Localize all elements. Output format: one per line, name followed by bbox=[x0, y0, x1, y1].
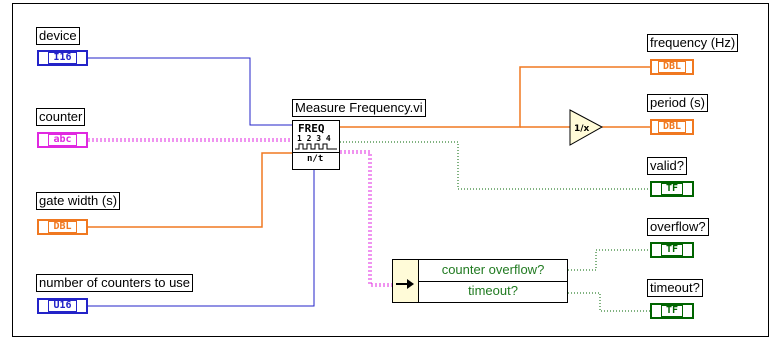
overflow-terminal[interactable]: TF bbox=[650, 242, 694, 258]
device-label: device bbox=[36, 27, 80, 45]
pulse-train-icon bbox=[295, 143, 337, 150]
period-type: DBL bbox=[657, 121, 687, 133]
reciprocal-symbol: 1/x bbox=[574, 124, 590, 134]
period-label: period (s) bbox=[647, 94, 708, 112]
timeout-type: TF bbox=[660, 305, 684, 317]
device-terminal[interactable]: I16 bbox=[37, 50, 88, 66]
subvi-label: Measure Frequency.vi bbox=[292, 99, 426, 117]
wire-num-counters[interactable] bbox=[88, 170, 315, 307]
valid-terminal[interactable]: TF bbox=[650, 181, 694, 197]
unbundle-input bbox=[393, 260, 419, 302]
subvi-icon-title: FREQ bbox=[298, 122, 325, 135]
gate-width-terminal[interactable]: DBL bbox=[37, 219, 88, 235]
reciprocal-node[interactable]: 1/x bbox=[569, 109, 604, 146]
num-counters-type: U16 bbox=[48, 300, 77, 312]
wire-cluster-inner bbox=[340, 151, 392, 286]
gate-width-type: DBL bbox=[48, 221, 77, 233]
counter-label: counter bbox=[36, 108, 86, 126]
period-terminal[interactable]: DBL bbox=[650, 119, 694, 135]
wire-cluster[interactable] bbox=[340, 150, 392, 287]
frequency-label: frequency (Hz) bbox=[647, 34, 739, 52]
overflow-label: overflow? bbox=[647, 218, 709, 236]
wire-valid[interactable] bbox=[340, 141, 650, 190]
counter-type: abc bbox=[48, 134, 77, 146]
wire-overflow[interactable] bbox=[568, 249, 650, 271]
wire-timeout[interactable] bbox=[568, 292, 650, 312]
wire-frequency[interactable] bbox=[340, 66, 650, 128]
frequency-type: DBL bbox=[657, 61, 687, 73]
arrow-right-icon bbox=[396, 279, 414, 289]
unbundle-row-timeout[interactable]: timeout? bbox=[468, 283, 518, 298]
wire-device[interactable] bbox=[88, 57, 292, 126]
unbundle-row-counter-overflow[interactable]: counter overflow? bbox=[419, 260, 567, 282]
timeout-terminal[interactable]: TF bbox=[650, 303, 694, 319]
device-type: I16 bbox=[48, 52, 77, 64]
num-counters-terminal[interactable]: U16 bbox=[37, 298, 88, 314]
diagram-frame bbox=[12, 3, 769, 337]
measure-frequency-subvi[interactable]: FREQ 1 2 3 4 n/t bbox=[292, 120, 340, 170]
counter-terminal[interactable]: abc bbox=[37, 132, 88, 148]
gate-width-label: gate width (s) bbox=[36, 192, 121, 210]
subvi-icon-bottom: n/t bbox=[307, 154, 324, 164]
wire-gate-width[interactable] bbox=[88, 152, 292, 228]
valid-type: TF bbox=[660, 183, 684, 195]
frequency-terminal[interactable]: DBL bbox=[650, 59, 694, 75]
overflow-type: TF bbox=[660, 244, 684, 256]
subvi-icon-digits: 1 2 3 4 bbox=[297, 134, 331, 143]
timeout-label: timeout? bbox=[647, 279, 703, 297]
valid-label: valid? bbox=[647, 157, 687, 175]
unbundle-by-name-node[interactable]: counter overflow? timeout? bbox=[392, 259, 568, 303]
subvi-divider bbox=[293, 152, 339, 153]
num-counters-label: number of counters to use bbox=[36, 274, 194, 292]
